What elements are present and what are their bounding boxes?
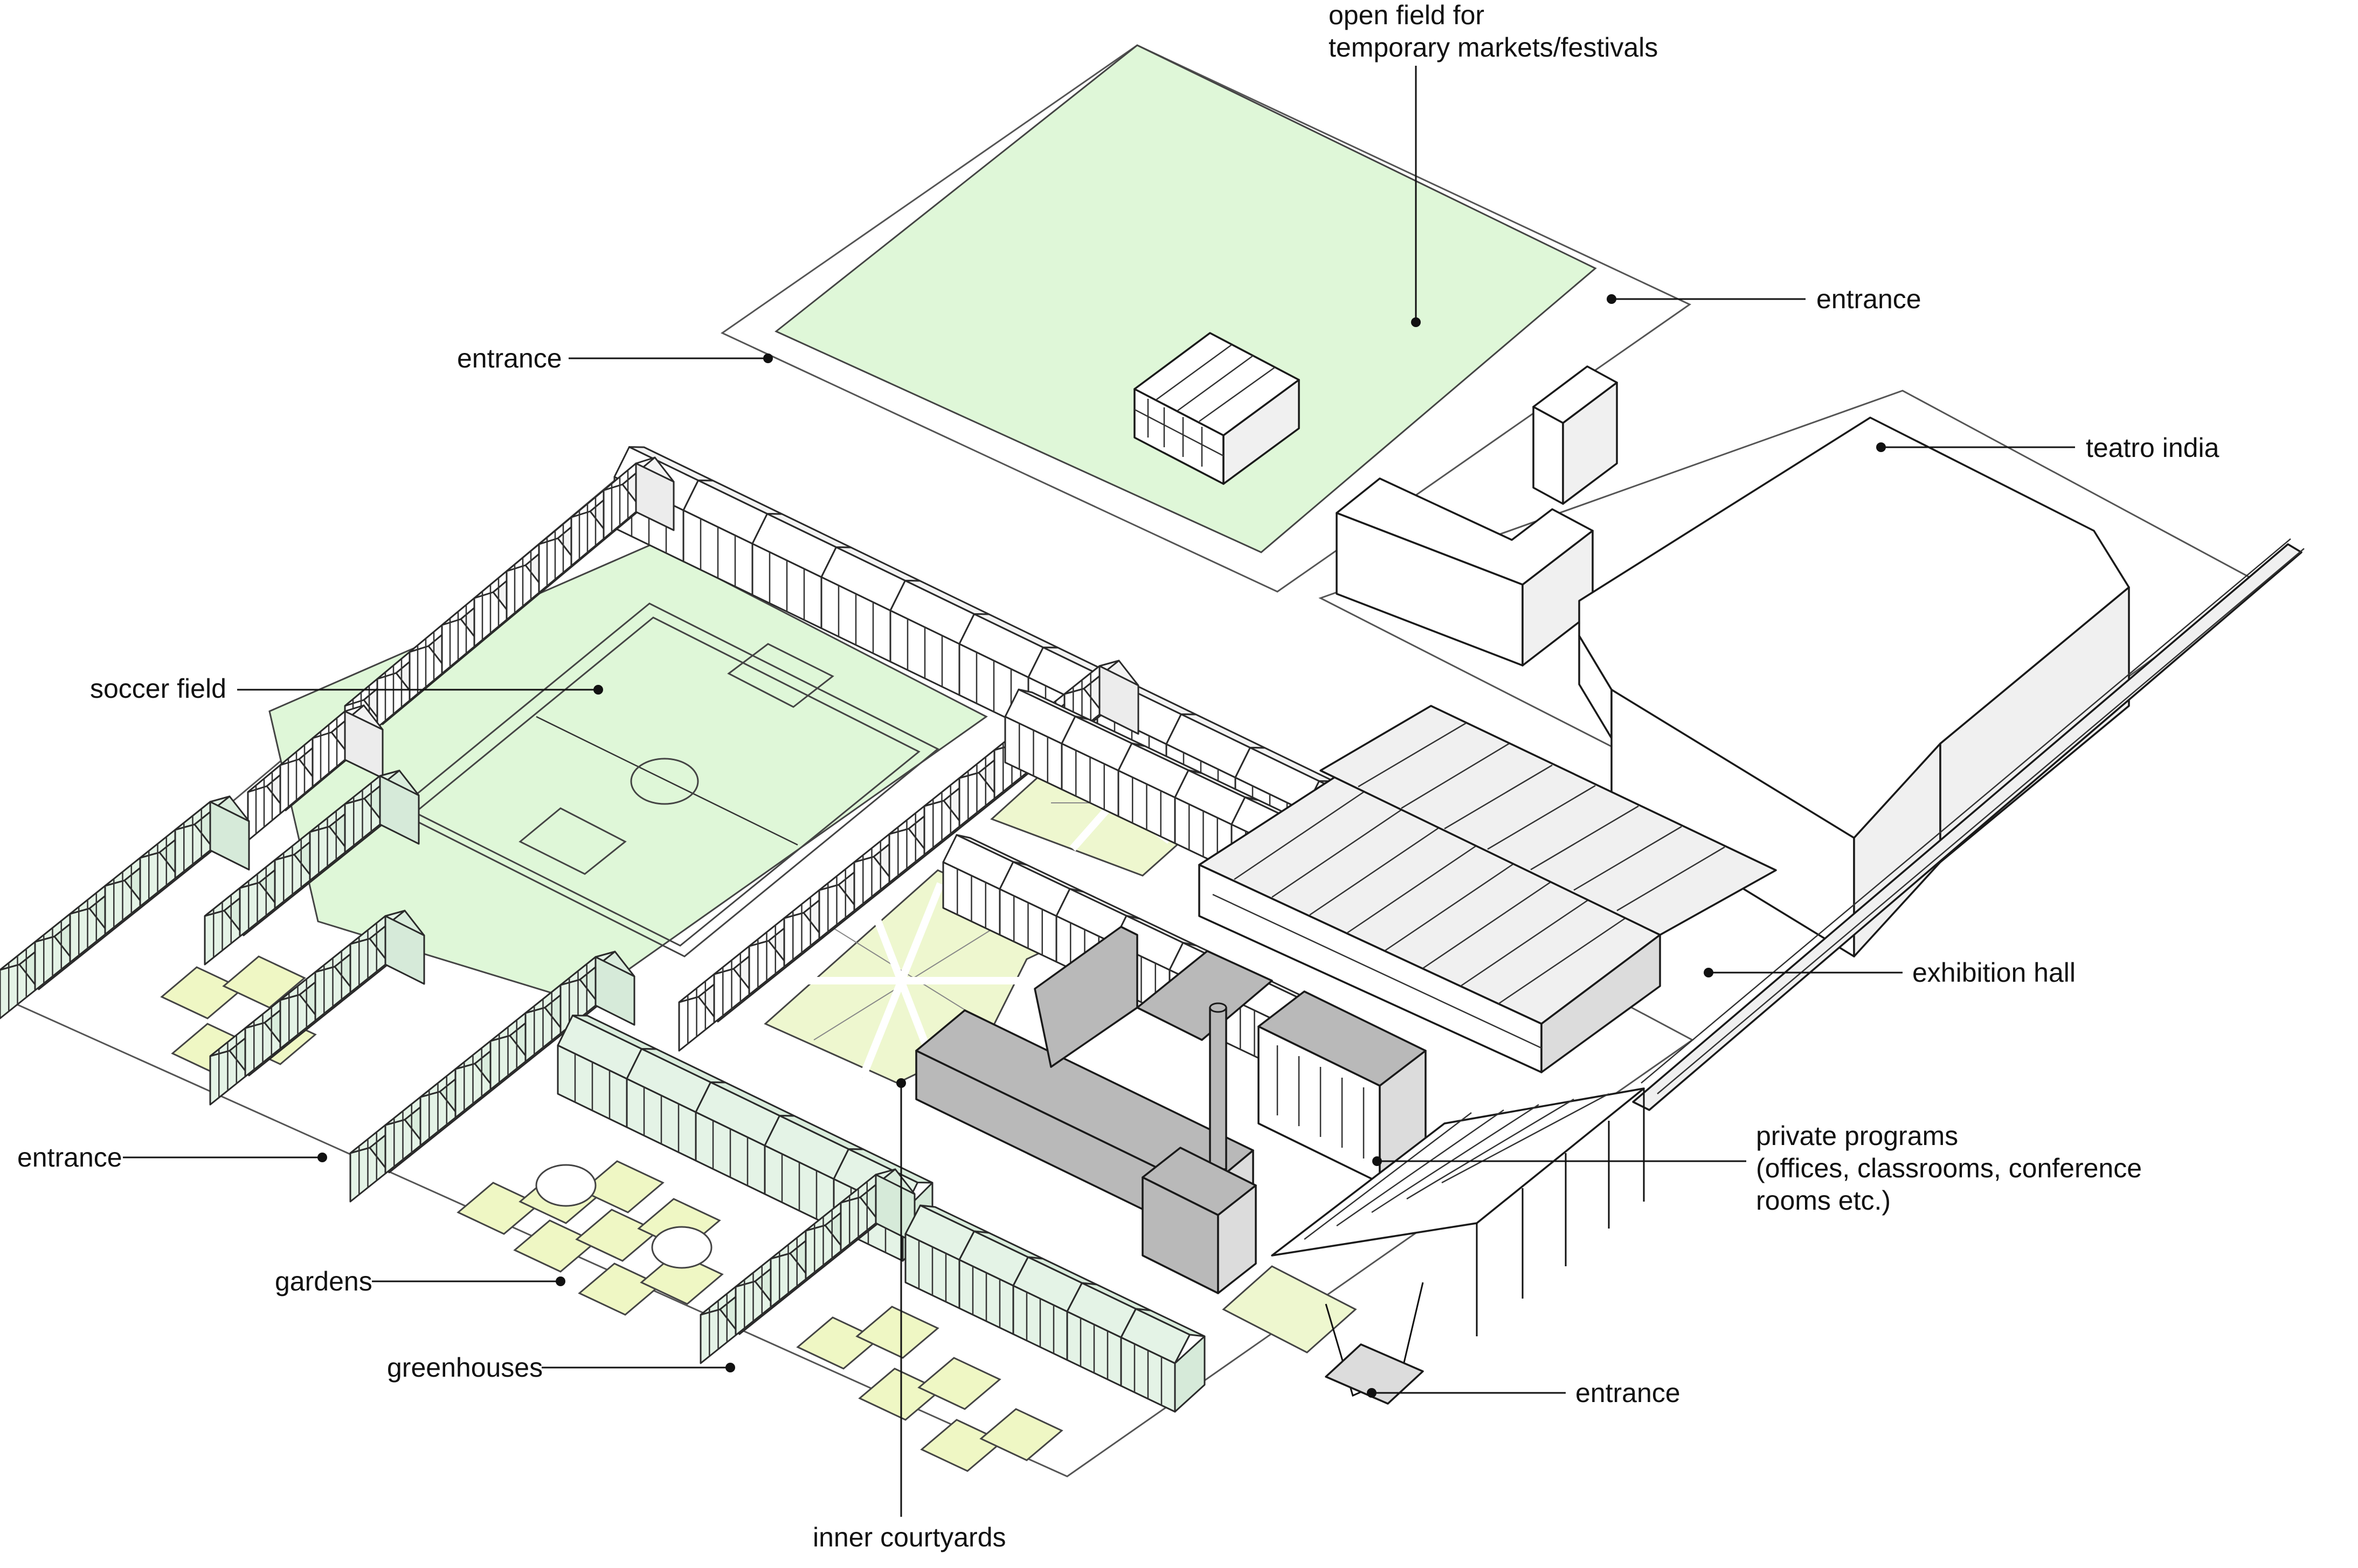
row-west-lower	[247, 704, 384, 842]
bay	[1004, 689, 1090, 790]
soccer-field-label: soccer field	[90, 674, 226, 704]
office-blocks	[1336, 365, 1618, 667]
entrance-top-left-label: entrance	[457, 343, 562, 373]
entrance-bottom-dot	[1367, 1388, 1377, 1398]
private-programs-dot	[1372, 1156, 1382, 1166]
exhibition-hall-label: exhibition hall	[1912, 958, 2076, 988]
entrance-top-right-label: entrance	[1816, 284, 1921, 314]
entrance-top-right-dot	[1607, 294, 1616, 304]
entrance-bottom-label: entrance	[1575, 1378, 1681, 1408]
bay	[764, 1115, 865, 1229]
bay	[557, 1015, 658, 1128]
greenhouse-row-3	[209, 910, 425, 1106]
row-west	[344, 456, 675, 755]
greenhouse-row-2	[204, 769, 420, 966]
entrance-left-label: entrance	[17, 1142, 122, 1172]
canopy-structure	[1271, 1087, 1645, 1405]
bay	[820, 546, 921, 663]
exhibition-hall-dot	[1704, 968, 1713, 977]
private-programs-buildings	[915, 926, 1427, 1294]
greenhouse-row-1	[0, 795, 250, 1019]
gardens-label: gardens	[275, 1266, 372, 1296]
entrance-top-left-dot	[763, 353, 773, 363]
bay	[958, 1230, 1044, 1335]
row-north	[613, 446, 1542, 963]
bay	[1120, 1308, 1206, 1413]
teatro-india-dot	[1876, 442, 1886, 452]
inner-courtyards-dot	[896, 1078, 906, 1088]
entrance-left-dot	[317, 1153, 327, 1162]
greenhouses-dot	[725, 1363, 735, 1372]
bay	[751, 513, 852, 629]
soccer-field-dot	[593, 685, 603, 695]
field-pavilion	[1133, 332, 1300, 485]
bay	[695, 1081, 796, 1195]
private-programs-label: private programs(offices, classrooms, co…	[1756, 1121, 2142, 1216]
greenhouse-row-4	[349, 950, 635, 1203]
open-field-dot	[1411, 317, 1421, 327]
bay	[942, 834, 1028, 936]
greenhouse-row-5	[557, 1015, 933, 1262]
bay	[682, 480, 783, 596]
gardens-dot	[556, 1276, 565, 1286]
open-field	[775, 44, 1597, 553]
teatro-india-label: teatro india	[2086, 433, 2219, 463]
greenhouse-row-7	[904, 1204, 1206, 1413]
greenhouses-label: greenhouses	[387, 1352, 543, 1383]
bay	[1012, 1256, 1098, 1361]
exhibition-hall-building	[1198, 705, 1777, 1073]
inner-courtyards-label: inner courtyards	[813, 1522, 1006, 1552]
